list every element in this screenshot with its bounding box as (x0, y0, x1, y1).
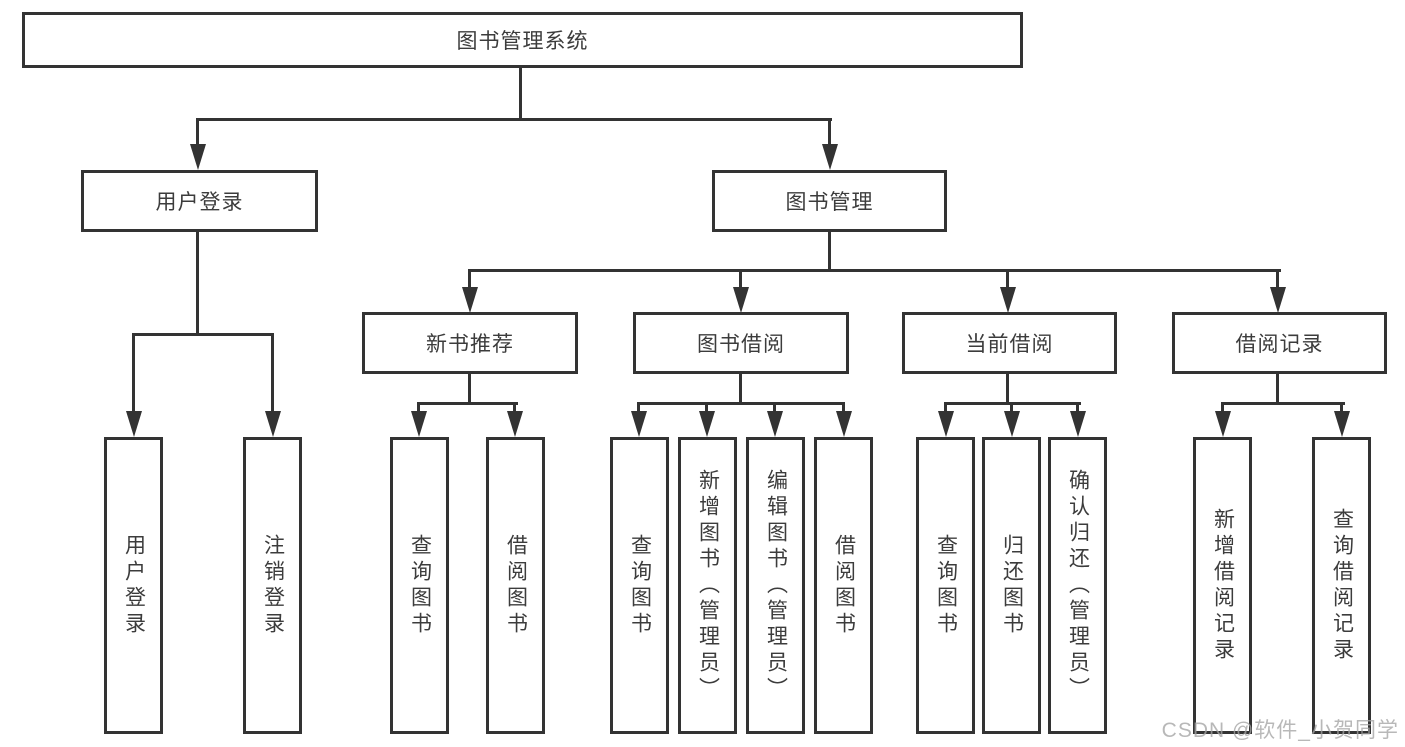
arrowhead-records (1270, 287, 1286, 313)
arrowhead-leaf (411, 411, 427, 437)
leaf-user-login: 用户登录 (104, 437, 163, 734)
arrowhead-leaf (767, 411, 783, 437)
connector-to-current (1006, 269, 1009, 291)
connector-to-leaf (944, 402, 947, 414)
connector-to-user-login (196, 118, 199, 146)
leaf-query-books-current: 查询图书 (916, 437, 975, 734)
leaf-confirm-return-admin: 确认归还（管理员） (1048, 437, 1107, 734)
arrowhead-leaf (938, 411, 954, 437)
connector-to-leaf (1076, 402, 1079, 414)
arrowhead-leaf (836, 411, 852, 437)
arrowhead-leaf (1004, 411, 1020, 437)
connector-new-book-branch (417, 402, 518, 405)
connector-to-leaf (842, 402, 845, 414)
leaf-label: 用户登录 (122, 533, 146, 638)
connector-user-login-stub (196, 232, 199, 335)
node-label: 图书管理系统 (456, 30, 589, 53)
arrowhead-current (1000, 287, 1016, 313)
connector-borrowing-stub (739, 374, 742, 405)
connector-records-branch (1221, 402, 1345, 405)
connector-records-stub (1276, 374, 1279, 405)
node-label: 图书借阅 (697, 333, 785, 356)
arrowhead-leaf (1070, 411, 1086, 437)
connector-borrowing-branch (637, 402, 845, 405)
arrowhead-leaf (1334, 411, 1350, 437)
leaf-label: 新增图书（管理员） (696, 468, 720, 703)
arrowhead-user-login (190, 144, 206, 170)
arrowhead-new-book (462, 287, 478, 313)
connector-to-leaf (417, 402, 420, 414)
leaf-label: 新增借阅记录 (1211, 507, 1235, 664)
connector-to-leaf (513, 402, 516, 414)
leaf-return-books: 归还图书 (982, 437, 1041, 734)
leaf-query-books-recommend: 查询图书 (390, 437, 449, 734)
leaf-label: 借阅图书 (832, 533, 856, 638)
connector-to-book-management (828, 118, 831, 146)
arrowhead-leaf (507, 411, 523, 437)
connector-book-mgmt-branch (468, 269, 1281, 272)
connector-to-borrowing (739, 269, 742, 291)
node-book-management: 图书管理 (712, 170, 947, 232)
connector-to-leaf (1340, 402, 1343, 414)
leaf-edit-books-admin: 编辑图书（管理员） (746, 437, 805, 734)
node-label: 图书管理 (785, 191, 874, 214)
leaf-label: 借阅图书 (504, 533, 528, 638)
arrowhead-book-management (822, 144, 838, 170)
csdn-watermark: CSDN @软件_小贺同学 (1161, 719, 1399, 742)
connector-to-leaf (637, 402, 640, 414)
node-new-book-recommendation: 新书推荐 (362, 312, 578, 374)
node-label: 用户登录 (155, 191, 244, 214)
leaf-borrow-books-recommend: 借阅图书 (486, 437, 545, 734)
leaf-query-books-borrowing: 查询图书 (610, 437, 669, 734)
connector-to-leaf (773, 402, 776, 414)
arrowhead-leaf-login (126, 411, 142, 437)
leaf-query-borrow-record: 查询借阅记录 (1312, 437, 1371, 734)
leaf-label: 查询图书 (934, 533, 958, 638)
connector-new-book-stub (468, 374, 471, 405)
connector-to-leaf-login (132, 333, 135, 413)
node-label: 当前借阅 (965, 333, 1054, 356)
leaf-label: 注销登录 (261, 533, 285, 638)
leaf-label: 查询图书 (628, 533, 652, 638)
node-current-borrowing: 当前借阅 (902, 312, 1117, 374)
connector-to-records (1276, 269, 1279, 291)
connector-to-leaf-logout (271, 333, 274, 413)
connector-current-stub (1006, 374, 1009, 405)
node-library-management-system: 图书管理系统 (22, 12, 1023, 68)
arrowhead-leaf (631, 411, 647, 437)
connector-root-branch (196, 118, 832, 121)
connector-book-mgmt-stub (828, 232, 831, 272)
connector-to-new-book (468, 269, 471, 291)
leaf-label: 查询借阅记录 (1330, 507, 1354, 664)
connector-root-stub (519, 68, 522, 120)
leaf-logout: 注销登录 (243, 437, 302, 734)
node-user-login: 用户登录 (81, 170, 318, 232)
connector-to-leaf (1010, 402, 1013, 414)
leaf-add-books-admin: 新增图书（管理员） (678, 437, 737, 734)
leaf-label: 编辑图书（管理员） (764, 468, 788, 703)
arrowhead-leaf-logout (265, 411, 281, 437)
leaf-label: 归还图书 (1000, 533, 1024, 638)
node-label: 借阅记录 (1235, 333, 1324, 356)
connector-to-leaf (705, 402, 708, 414)
node-borrowing-records: 借阅记录 (1172, 312, 1387, 374)
node-book-borrowing: 图书借阅 (633, 312, 849, 374)
leaf-label: 查询图书 (408, 533, 432, 638)
leaf-borrow-books-borrowing: 借阅图书 (814, 437, 873, 734)
arrowhead-leaf (1215, 411, 1231, 437)
arrowhead-borrowing (733, 287, 749, 313)
connector-to-leaf (1221, 402, 1224, 414)
connector-user-login-branch (132, 333, 274, 336)
leaf-add-borrow-record: 新增借阅记录 (1193, 437, 1252, 734)
leaf-label: 确认归还（管理员） (1066, 468, 1090, 703)
node-label: 新书推荐 (426, 333, 514, 356)
arrowhead-leaf (699, 411, 715, 437)
